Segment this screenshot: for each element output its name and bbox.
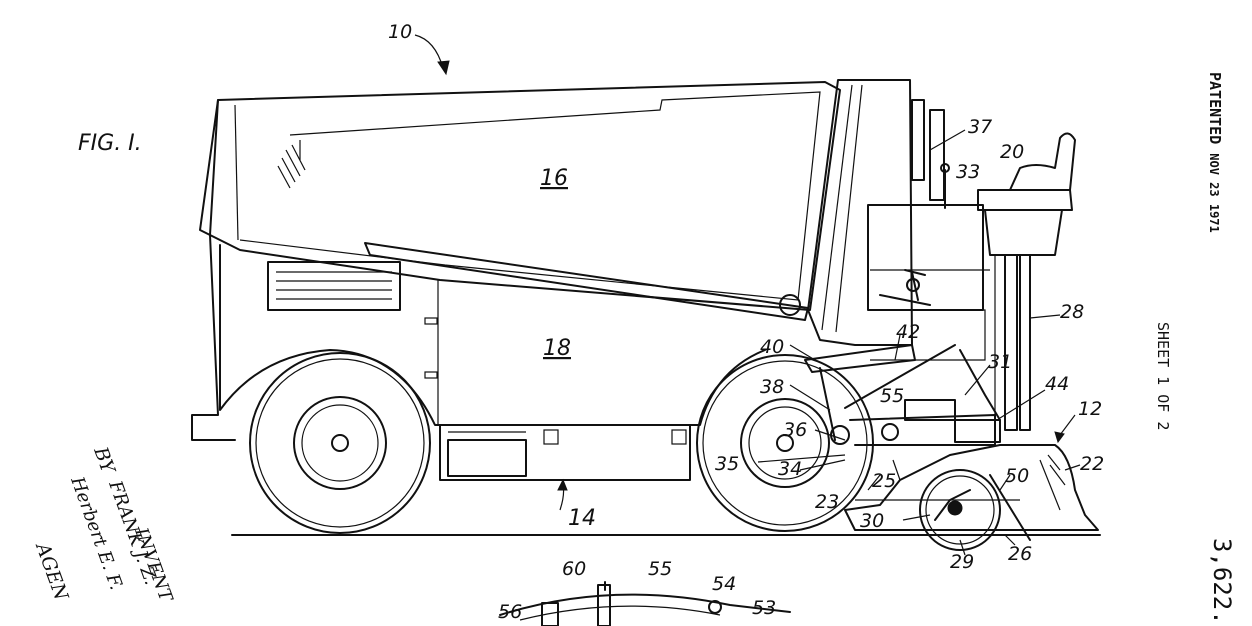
label-55a: 55 bbox=[880, 385, 904, 407]
label-29: 29 bbox=[950, 551, 974, 573]
label-16: 16 bbox=[540, 166, 568, 191]
label-18: 18 bbox=[543, 336, 571, 361]
label-12: 12 bbox=[1078, 398, 1102, 420]
linkage-assembly bbox=[804, 344, 1001, 446]
label-33: 33 bbox=[956, 161, 980, 183]
label-26: 26 bbox=[1008, 543, 1032, 565]
label-36: 36 bbox=[783, 419, 807, 441]
auger-brush bbox=[919, 469, 1031, 551]
patented-label: PATENTED bbox=[1206, 72, 1224, 145]
label-40: 40 bbox=[760, 336, 784, 358]
label-37: 37 bbox=[968, 116, 992, 138]
label-23: 23 bbox=[815, 491, 839, 513]
operator-seat bbox=[977, 132, 1076, 256]
label-55b: 55 bbox=[648, 558, 672, 580]
patented-date: NOV 23 1971 bbox=[1207, 153, 1221, 233]
label-14: 14 bbox=[568, 506, 596, 531]
label-53: 53 bbox=[752, 597, 776, 619]
tank-rail bbox=[364, 242, 809, 321]
label-56: 56 bbox=[498, 601, 522, 623]
patented-stamp: PATENTED NOV 23 1971 bbox=[1206, 72, 1224, 233]
label-35: 35 bbox=[715, 453, 739, 475]
fig2-partial bbox=[499, 581, 791, 626]
sheet-number: SHEET 1 OF 2 bbox=[1154, 322, 1172, 431]
main-body bbox=[191, 99, 766, 441]
cab-column bbox=[807, 79, 990, 361]
figure-title: FIG. I. bbox=[78, 131, 142, 156]
support-post bbox=[994, 254, 1031, 431]
front-wheel bbox=[696, 354, 874, 532]
leader-lines bbox=[414, 34, 1081, 556]
tank-hinge bbox=[779, 294, 801, 316]
label-60: 60 bbox=[562, 558, 586, 580]
label-22: 22 bbox=[1080, 453, 1104, 475]
snow-tank bbox=[199, 81, 841, 311]
label-44: 44 bbox=[1045, 373, 1069, 395]
label-38: 38 bbox=[760, 376, 784, 398]
label-42: 42 bbox=[896, 321, 920, 343]
label-20: 20 bbox=[1000, 141, 1024, 163]
label-28: 28 bbox=[1060, 301, 1084, 323]
label-54: 54 bbox=[712, 573, 736, 595]
rear-wheel bbox=[249, 352, 431, 534]
vent-grille bbox=[267, 261, 401, 311]
label-25: 25 bbox=[872, 470, 896, 492]
lower-chassis bbox=[439, 424, 691, 481]
patent-number: 3,622. bbox=[1208, 538, 1236, 625]
label-50: 50 bbox=[1005, 465, 1029, 487]
label-10: 10 bbox=[388, 21, 412, 43]
label-34: 34 bbox=[778, 458, 802, 480]
label-31: 31 bbox=[988, 351, 1012, 373]
label-30: 30 bbox=[860, 510, 884, 532]
